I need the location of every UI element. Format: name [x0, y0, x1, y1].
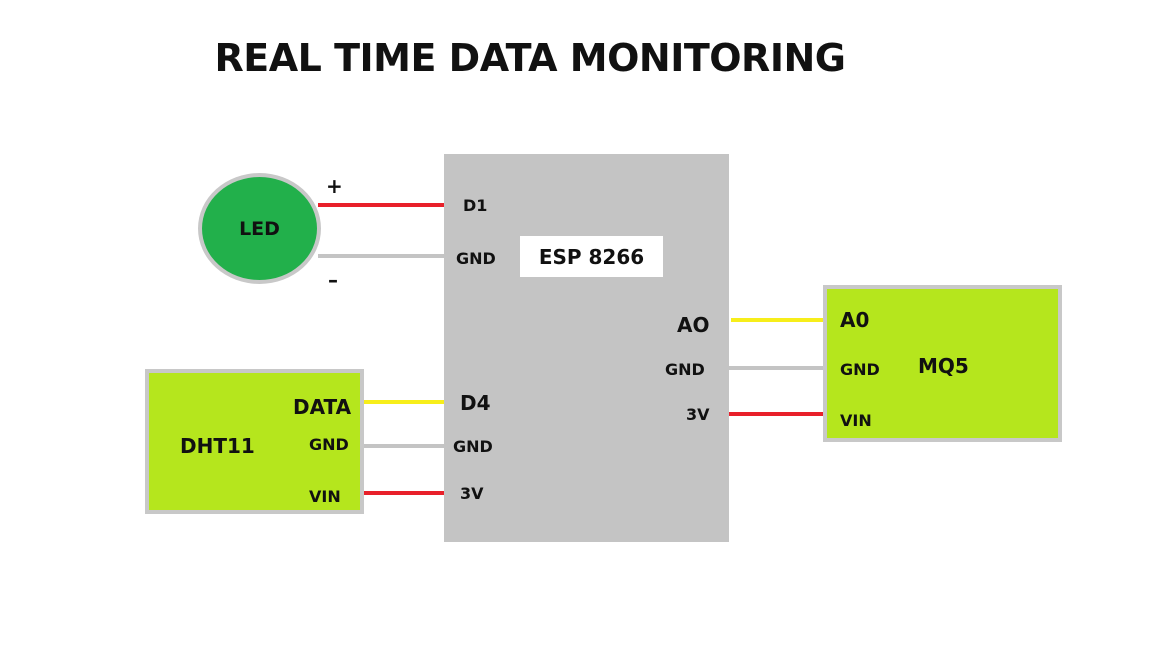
- esp8266-label: ESP 8266: [520, 236, 663, 277]
- led-component: LED: [198, 173, 321, 284]
- mq5-gnd-wire: [729, 366, 825, 370]
- mq5-module: [823, 285, 1062, 442]
- led-gnd-wire: [318, 254, 446, 258]
- mq5-a0-wire: [731, 318, 825, 322]
- mq5-vin-wire: [729, 412, 825, 416]
- dht-vin-wire: [362, 491, 448, 495]
- mq5-pin-gnd: GND: [840, 360, 880, 379]
- led-label: LED: [239, 217, 280, 240]
- led-plus-wire: [318, 203, 446, 207]
- dht11-pin-data: DATA: [293, 395, 352, 419]
- esp-pin-gnd-top: GND: [456, 249, 496, 268]
- esp8266-board: [444, 154, 729, 542]
- dht11-pin-vin: VIN: [309, 487, 341, 506]
- dht11-label: DHT11: [180, 434, 255, 458]
- led-minus-sign: –: [328, 268, 338, 292]
- esp-pin-3v-left: 3V: [460, 484, 484, 503]
- esp-pin-d4: D4: [460, 391, 491, 415]
- dht-data-wire: [362, 400, 448, 404]
- esp-pin-gnd-right: GND: [665, 360, 705, 379]
- mq5-label: MQ5: [918, 354, 969, 378]
- dht11-pin-gnd: GND: [309, 435, 349, 454]
- esp-pin-gnd-left: GND: [453, 437, 493, 456]
- esp-pin-3v-right: 3V: [686, 405, 710, 424]
- mq5-pin-a0: A0: [840, 308, 870, 332]
- mq5-pin-vin: VIN: [840, 411, 872, 430]
- page-title: REAL TIME DATA MONITORING: [214, 36, 846, 80]
- dht-gnd-wire: [362, 444, 448, 448]
- esp-pin-ao: AO: [677, 313, 710, 337]
- dht11-module: [145, 369, 364, 514]
- led-plus-sign: +: [326, 174, 343, 198]
- esp-pin-d1: D1: [463, 196, 488, 215]
